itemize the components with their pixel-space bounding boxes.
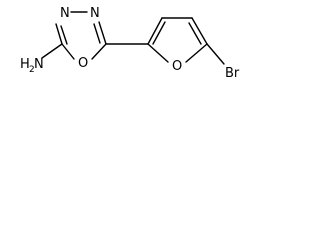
bond-c2-n3 bbox=[55, 23, 63, 45]
atom-o-furan: O bbox=[172, 59, 182, 74]
atom-amine-subscript: 2 bbox=[29, 65, 35, 75]
bond-c5-br bbox=[206, 43, 225, 65]
atom-n3: N bbox=[60, 6, 70, 21]
bond-n4-c5 bbox=[98, 21, 107, 45]
atom-br: Br bbox=[225, 66, 240, 81]
bond-c2-amine bbox=[41, 43, 63, 59]
bond-c5-o1 bbox=[91, 43, 107, 60]
molecule-structure: N N O O Br H 2 N bbox=[20, 6, 240, 81]
atom-amine-h: H bbox=[20, 57, 30, 72]
atom-n4: N bbox=[90, 6, 100, 21]
bond-furan-c4-c5 bbox=[191, 17, 208, 45]
bond-c2-n3-double bbox=[60, 25, 68, 45]
bond-furan-o-c2 bbox=[147, 43, 169, 63]
bond-furan-c4-c5-double bbox=[188, 22, 202, 45]
atom-o-oxadiazole: O bbox=[78, 56, 88, 71]
bond-furan-c2-c3 bbox=[147, 17, 163, 45]
bond-furan-c2-c3-double bbox=[152, 21, 166, 45]
bond-n4-c5-double bbox=[93, 23, 101, 44]
atom-amine-n: N bbox=[34, 57, 44, 72]
bond-o1-c2 bbox=[61, 43, 75, 60]
bond-furan-c5-o bbox=[185, 43, 208, 63]
